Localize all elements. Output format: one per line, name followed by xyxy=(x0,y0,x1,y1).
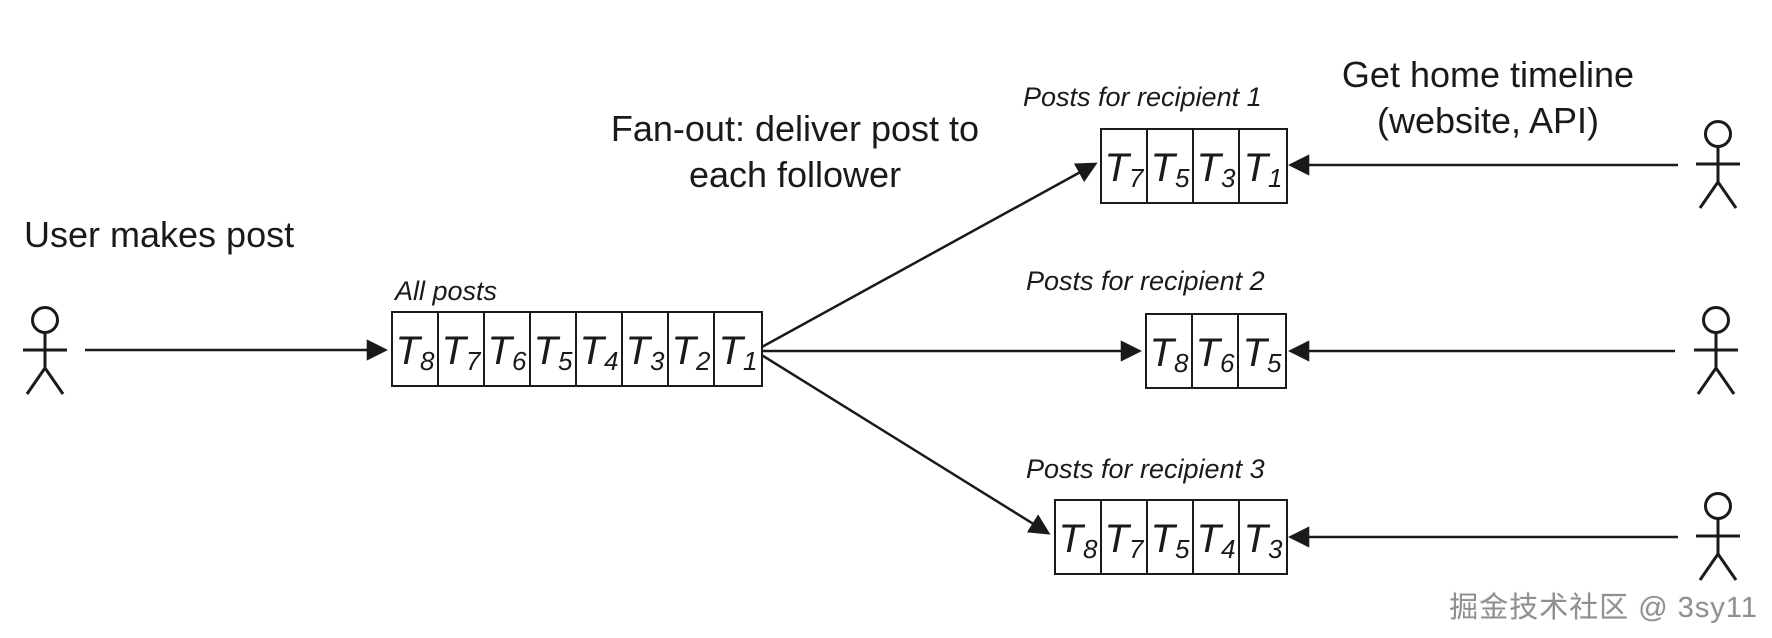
fanout-arrow-recipient-1 xyxy=(759,162,1098,350)
fan-out-label-line2: each follower xyxy=(688,154,902,195)
recipient-3-queue-label: Posts for recipient 3 xyxy=(1026,454,1265,484)
recipient-2-stick-figure-icon xyxy=(1692,306,1740,396)
fan-out-label-line1: Fan-out: deliver post to xyxy=(610,108,980,149)
fanout-arrow-recipient-3 xyxy=(759,352,1051,535)
recipient-1-stick-figure-icon xyxy=(1694,120,1742,210)
fan-out-label: Fan-out: deliver post to each follower xyxy=(560,106,1030,198)
get-home-timeline-label-line2: (website, API) xyxy=(1376,100,1600,141)
recipient-1-queue-label: Posts for recipient 1 xyxy=(1023,82,1262,112)
site-watermark: 掘金技术社区 @ 3sy11 xyxy=(1449,592,1758,624)
get-home-timeline-label-line1: Get home timeline xyxy=(1341,54,1635,95)
get-home-timeline-label: Get home timeline (website, API) xyxy=(1278,52,1698,144)
user-makes-post-label: User makes post xyxy=(24,214,295,255)
recipient-2-queue-label: Posts for recipient 2 xyxy=(1026,266,1265,296)
recipient-3-stick-figure-icon xyxy=(1694,492,1742,582)
user-stick-figure-icon xyxy=(21,306,69,396)
all-posts-queue-label: All posts xyxy=(395,276,498,306)
